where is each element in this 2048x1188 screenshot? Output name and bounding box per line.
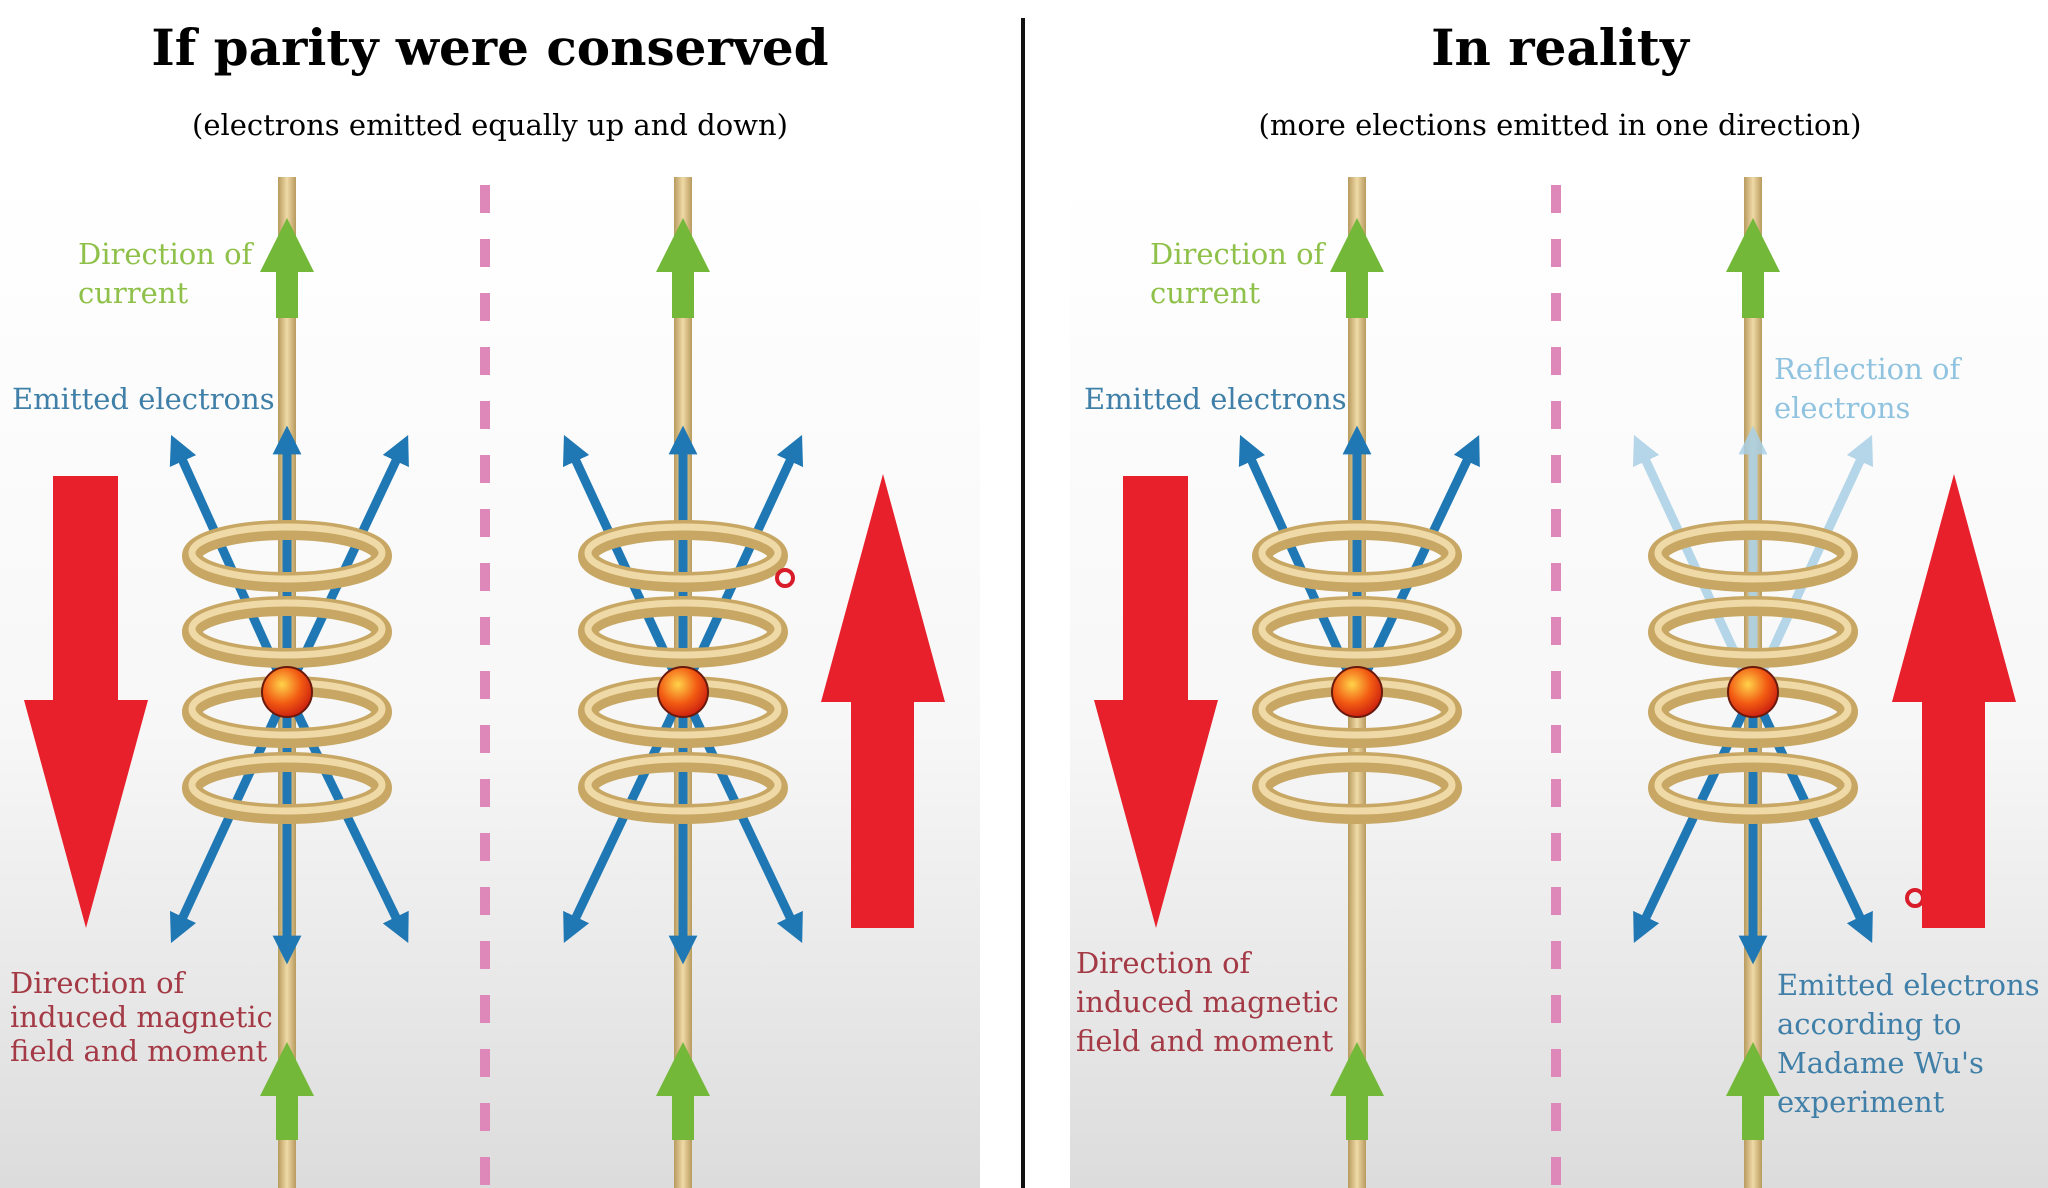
current-arrow-4-top — [1726, 218, 1780, 318]
current-arrow-2-bottom — [656, 1042, 710, 1140]
label-wu-d: experiment — [1777, 1085, 1945, 1119]
nucleus-2 — [657, 666, 709, 718]
label-current-1b: current — [78, 276, 188, 310]
label-field-1c: field and moment — [10, 1034, 268, 1068]
left-panel-title: If parity were conserved — [151, 18, 829, 77]
label-current-3a: Direction of — [1150, 237, 1327, 271]
panel-divider — [1021, 18, 1025, 1188]
right-panel-subtitle: (more elections emitted in one direction… — [1258, 108, 1862, 142]
left-panel-subtitle: (electrons emitted equally up and down) — [192, 108, 788, 142]
label-emitted-electrons-1: Emitted electrons — [12, 382, 275, 416]
field-arrow-up-4 — [1892, 474, 2016, 928]
current-arrow-3-top — [1330, 218, 1384, 318]
nucleus-1 — [261, 666, 313, 718]
label-wu-a: Emitted electrons — [1777, 968, 2040, 1002]
field-arrow-down-1 — [24, 476, 148, 928]
label-field-3c: field and moment — [1076, 1024, 1334, 1058]
current-arrow-2-top — [656, 218, 710, 318]
cursor-marker-1 — [775, 568, 795, 588]
nucleus-3 — [1331, 666, 1383, 718]
label-wu-c: Madame Wu's — [1777, 1046, 1984, 1080]
label-reflection-b: electrons — [1774, 391, 1910, 425]
current-arrow-1-bottom — [260, 1042, 314, 1140]
current-arrow-3-bottom — [1330, 1042, 1384, 1140]
label-emitted-electrons-3: Emitted electrons — [1084, 382, 1347, 416]
field-arrow-down-3 — [1094, 476, 1218, 928]
label-current-3b: current — [1150, 276, 1260, 310]
field-arrow-up-2 — [821, 474, 945, 928]
label-wu-b: according to — [1777, 1007, 1962, 1041]
current-arrow-4-bottom — [1726, 1042, 1780, 1140]
label-field-3b: induced magnetic — [1076, 985, 1339, 1019]
label-current-1a: Direction of — [78, 237, 255, 271]
label-field-1a: Direction of — [10, 966, 187, 1000]
label-field-1b: induced magnetic — [10, 1000, 273, 1034]
label-reflection-a: Reflection of — [1774, 352, 1962, 386]
label-field-3a: Direction of — [1076, 946, 1253, 980]
nucleus-4 — [1727, 666, 1779, 718]
current-arrow-1-top — [260, 218, 314, 318]
right-panel-title: In reality — [1431, 18, 1689, 77]
